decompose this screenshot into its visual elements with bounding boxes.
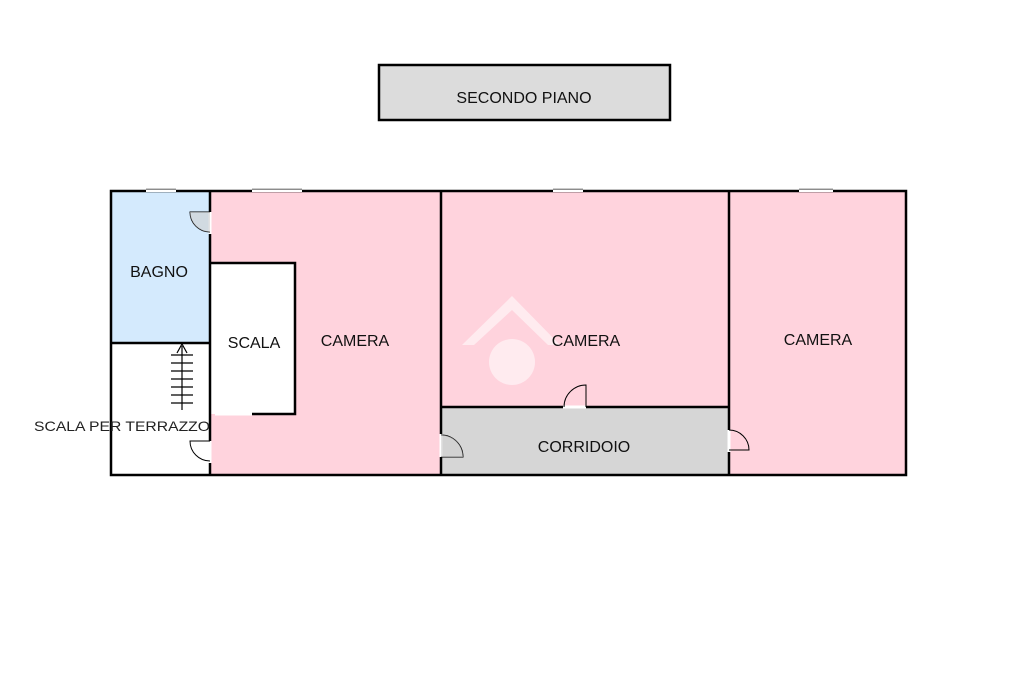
watermark-logo	[462, 296, 560, 385]
label-camera-2: CAMERA	[552, 333, 621, 350]
staircase-terrazzo-icon	[171, 342, 193, 410]
room-scala	[211, 263, 295, 414]
room-corridoio	[442, 407, 729, 475]
floor-title: SECONDO PIANO	[456, 90, 591, 107]
door-camera3-icon	[728, 429, 750, 451]
label-scala: SCALA	[228, 335, 281, 352]
label-bagno: BAGNO	[130, 264, 188, 281]
title-box	[377, 63, 672, 122]
label-camera-3: CAMERA	[784, 332, 853, 349]
room-camera-2	[442, 192, 729, 407]
label-corridoio: CORRIDOIO	[538, 439, 630, 456]
label-scala-terrazzo: SCALA PER TERRAZZO	[34, 418, 210, 434]
label-camera-1: CAMERA	[321, 333, 390, 350]
door-camera2-icon	[563, 384, 587, 408]
door-terrazzo-icon	[189, 440, 211, 462]
door-swing-fills	[190, 212, 463, 457]
room-camera-3	[729, 192, 906, 475]
